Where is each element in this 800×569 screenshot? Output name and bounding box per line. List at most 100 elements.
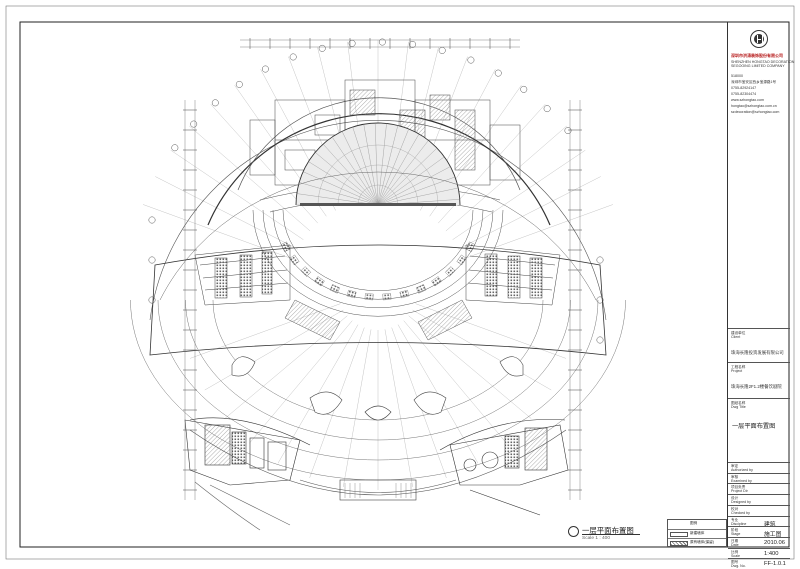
project-value: 珠海长隆2F1.2楼餐饮剧院 [731, 384, 782, 389]
drawing-scale: Scale 1 : 400 [582, 536, 611, 541]
client-value: 珠海长隆投资发展有限公司 [731, 350, 784, 355]
row-value: 2010.06 [764, 539, 785, 546]
row-label: 比例 [731, 549, 739, 554]
lower-outer-arc [189, 429, 567, 496]
auditorium-seat-blocks [280, 241, 476, 301]
seat-ring [252, 209, 504, 317]
client-section: 建设单位 Client 珠海长隆投资发展有限公司 [728, 328, 790, 362]
grid-bubble [148, 216, 156, 224]
drawing-title-label: 图纸名称 [731, 401, 746, 405]
grid-bubble [596, 256, 604, 264]
grid-bubble [190, 120, 198, 128]
seat-block [280, 241, 291, 252]
legend-swatch-existing-wall [670, 541, 688, 546]
row-label-en: Examined by [731, 478, 752, 483]
grid-bubble [289, 53, 297, 61]
company-name-en-1: SHENZHEN HONGTAO DECORATION [731, 60, 795, 64]
lower-right-building [439, 419, 569, 516]
grid-bubble [171, 144, 179, 152]
client-label-en: Client [731, 335, 741, 339]
dome-radial-lines [296, 123, 460, 206]
row-label-en: Project Dir [731, 489, 748, 494]
lower-petals [231, 356, 524, 421]
row-label: 图号 [731, 560, 739, 565]
contact-line: szdecoration@szhongtao.com [731, 110, 780, 114]
legend-swatch-new-wall [670, 532, 688, 537]
grid-bubble [148, 256, 156, 264]
grid-line [462, 204, 613, 260]
grid-bubble [438, 47, 446, 54]
legend-label: 原有墙体(保留) [690, 540, 714, 544]
title-block: 深圳市洪涛装饰股份有限公司 SHENZHEN HONGTAO DECORATIO… [727, 22, 794, 568]
row-label: 日期 [731, 538, 739, 543]
grid-line [384, 329, 413, 487]
drawing-title: 一层平面布置图 [582, 526, 634, 535]
drawing-title-underline [582, 534, 640, 535]
dome-ray [377, 123, 399, 206]
dome-ray [300, 170, 379, 206]
grid-axis-bubbles [148, 38, 604, 344]
legend-header: 图例 [690, 521, 698, 525]
dome-ray [377, 175, 458, 206]
legend-table: 图例 新建墙体 原有墙体(保留) [667, 519, 727, 547]
contact-line: 0755-82304474 [731, 92, 757, 96]
lobby-hatched-right [417, 299, 473, 341]
row-label-en: Checked by [731, 510, 750, 515]
client-label: 建设单位 [731, 331, 746, 335]
grid-bubble [543, 105, 551, 113]
dome-ray [374, 123, 379, 206]
dome-ray [305, 159, 379, 206]
row-label: 阶段 [731, 528, 739, 533]
grid-line [452, 150, 586, 240]
dome-ray [377, 131, 421, 206]
seat-block [329, 284, 340, 294]
grid-bubble [378, 38, 386, 46]
sheet-inner-border [19, 21, 790, 548]
contact-line: www.szhongtao.com [731, 98, 764, 102]
row-label-en: Scale [731, 553, 740, 558]
grid-line [445, 125, 567, 232]
drawing-number-circle [568, 526, 579, 537]
seat-block [364, 293, 374, 301]
grid-bubble [520, 85, 528, 93]
grid-bubble [564, 127, 572, 135]
grid-bubble [494, 69, 502, 77]
auditorium-seating-rings [252, 209, 504, 317]
contact-line: 518000 [731, 74, 743, 78]
grid-radial-lines [143, 40, 613, 490]
grid-bubble [467, 56, 475, 64]
dimension-lines [184, 39, 581, 500]
grid-bubble [409, 40, 416, 48]
grid-bubble [596, 296, 604, 304]
upper-building-outline [207, 113, 551, 226]
grid-line [343, 329, 372, 487]
grid-line [403, 320, 507, 444]
seat-block [431, 276, 442, 287]
dome-ray [363, 123, 379, 206]
row-label: 校对 [731, 506, 739, 511]
entry-stairs [344, 483, 412, 498]
row-label: 审核 [731, 474, 739, 479]
row-label-en: Authorized by [731, 468, 753, 472]
project-section: 工程名称 Project 珠海长隆2F1.2楼餐饮剧院 [728, 362, 790, 398]
seat-block [314, 276, 325, 287]
grid-bubble [318, 44, 326, 52]
dome-ray [377, 164, 454, 206]
seat-ring [282, 209, 474, 291]
legend-row: 新建墙体 [668, 529, 726, 538]
row-label: 审定 [731, 464, 739, 468]
dome-ray [296, 181, 379, 206]
grid-bubble [261, 65, 269, 73]
company-logo-icon [750, 30, 768, 48]
grid-bubble [596, 336, 604, 344]
seat-block [300, 266, 312, 277]
dome-ray [312, 150, 379, 206]
row-value: 1:400 [764, 550, 779, 557]
row-label-en: Date [731, 542, 739, 547]
dome-ray [377, 145, 440, 206]
